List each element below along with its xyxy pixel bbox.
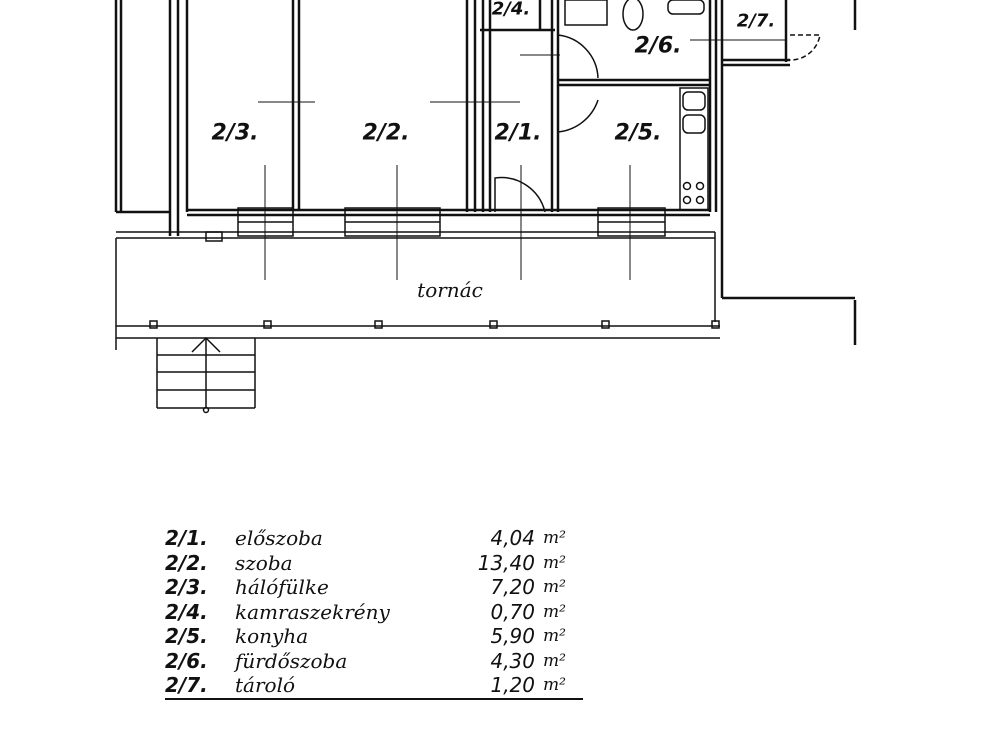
room-area: 7,20: [490, 575, 535, 600]
room-area: 13,40: [477, 550, 535, 575]
room-label-2-4: 2/4.: [491, 0, 531, 20]
room-name: fürdőszoba: [235, 648, 348, 673]
doors: [494, 34, 821, 213]
table-row: 2/7. tároló 1,20 m²: [165, 673, 583, 700]
area-unit: m²: [543, 552, 566, 573]
table-row: 2/3. hálófülke 7,20 m²: [165, 575, 583, 600]
room-area: 0,70: [490, 599, 535, 624]
room-label-2-5: 2/5.: [614, 120, 662, 146]
room-code: 2/5.: [165, 624, 208, 649]
table-row: 2/5. konyha 5,90 m²: [165, 624, 583, 649]
room-name: előszoba: [235, 526, 323, 551]
room-name: tároló: [235, 673, 295, 698]
table-row: 2/2. szoba 13,40 m²: [165, 551, 583, 576]
room-label-2-6: 2/6.: [634, 33, 682, 59]
room-label-2-2: 2/2.: [362, 120, 410, 146]
room-area: 1,20: [490, 673, 535, 698]
terrace: [115, 231, 720, 350]
table-row: 2/4. kamraszekrény 0,70 m²: [165, 600, 583, 625]
area-unit: m²: [543, 626, 566, 647]
room-name: konyha: [235, 624, 309, 649]
room-area: 4,30: [490, 648, 535, 673]
room-code: 2/7.: [165, 673, 208, 698]
area-unit: m²: [543, 577, 566, 598]
room-code: 2/6.: [165, 648, 208, 673]
walls: [114, 0, 857, 345]
stairs: [156, 336, 256, 414]
room-area: 5,90: [490, 624, 535, 649]
area-table: 2/1. előszoba 4,04 m² 2/2. szoba 13,40 m² 2/3.…: [165, 526, 583, 700]
terrace-label: tornác: [417, 278, 483, 302]
area-unit: m²: [543, 650, 566, 671]
fixtures: [564, 0, 709, 211]
room-area: 4,04: [490, 526, 535, 551]
room-name: hálófülke: [235, 575, 329, 600]
room-label-2-7: 2/7.: [736, 10, 776, 32]
section-lines: [258, 39, 785, 280]
room-code: 2/4.: [165, 599, 208, 624]
table-row: 2/6. fürdőszoba 4,30 m²: [165, 649, 583, 674]
room-code: 2/3.: [165, 575, 208, 600]
room-code: 2/1.: [165, 526, 208, 551]
area-unit: m²: [543, 601, 566, 622]
area-unit: m²: [543, 675, 566, 696]
area-unit: m²: [543, 528, 566, 549]
room-code: 2/2.: [165, 550, 208, 575]
room-name: kamraszekrény: [235, 599, 390, 624]
room-name: szoba: [235, 550, 293, 575]
table-row: 2/1. előszoba 4,04 m²: [165, 526, 583, 551]
room-label-2-3: 2/3.: [211, 120, 259, 146]
room-label-2-1: 2/1.: [494, 120, 542, 146]
